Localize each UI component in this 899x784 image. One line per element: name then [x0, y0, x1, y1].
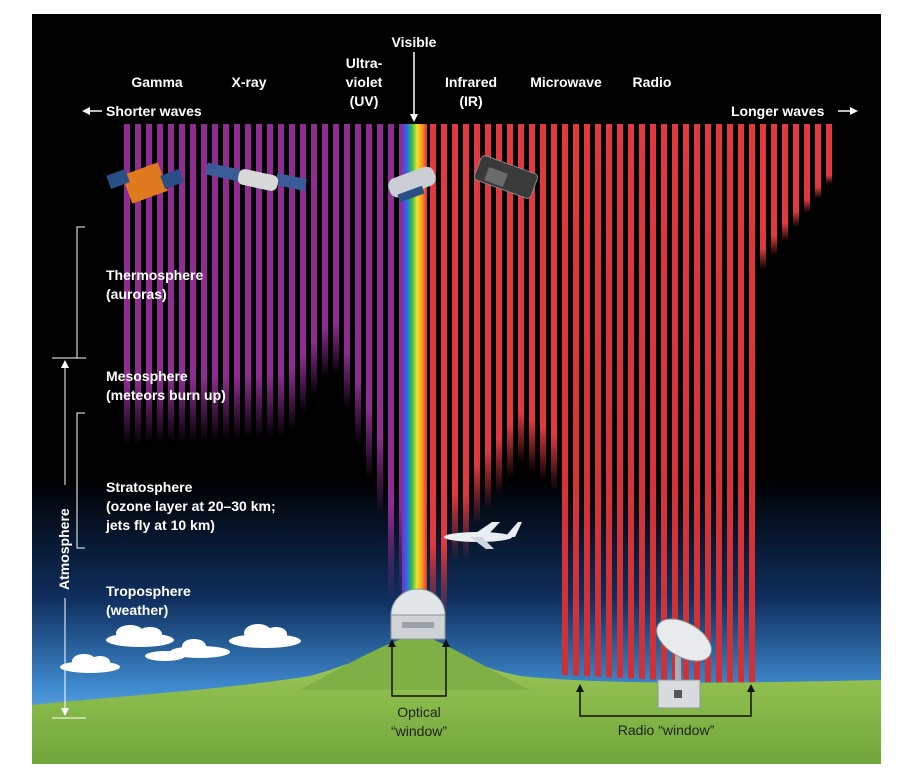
observatory-icon: [390, 588, 446, 640]
spectrum-bar: [289, 124, 295, 431]
spectrum-bar: [573, 124, 579, 676]
spectrum-bar: [705, 124, 711, 683]
spectrum-bar: [507, 124, 513, 479]
spectrum-bar: [694, 124, 700, 682]
infrared-label: Infrared (IR): [444, 74, 498, 109]
visible-label: Visible: [391, 34, 437, 50]
spectrum-bar: [311, 124, 317, 396]
visible-light-band: [402, 124, 427, 604]
troposphere-label: Troposphere (weather): [106, 583, 191, 618]
spectrum-bar: [190, 124, 196, 442]
spectrum-bar: [738, 124, 744, 684]
spectrum-bar: [496, 124, 502, 494]
spectrum-bar: [683, 124, 689, 682]
spectrum-bar: [628, 124, 634, 679]
spectrum-bar: [551, 124, 557, 490]
spectrum-bar: [322, 124, 328, 378]
spectrum-bar: [804, 124, 810, 213]
ultraviolet-label: Ultra- violet (UV): [345, 55, 383, 109]
spectrum-bar: [267, 124, 273, 438]
visible-arrow: [410, 52, 418, 122]
shorter-waves-label: Shorter waves: [106, 103, 202, 119]
radio-window-arrows: [576, 684, 755, 717]
radio-label: Radio: [632, 74, 672, 90]
gamma-satellite-icon: [106, 162, 184, 204]
spectrum-bar: [333, 124, 339, 375]
spectrum-bar: [212, 124, 218, 441]
spectrum-bar: [727, 124, 733, 684]
spectrum-bar: [771, 124, 777, 256]
spectrum-bar: [366, 124, 372, 481]
spectrum-bar: [617, 124, 623, 678]
spectrum-bar: [485, 124, 491, 509]
radio-window-label: Radio “window”: [617, 722, 715, 738]
spectrum-bar: [157, 124, 163, 444]
mountain: [300, 633, 530, 690]
spectrum-bar: [441, 124, 447, 620]
thermosphere-label: Thermosphere (auroras): [106, 267, 204, 302]
mesosphere-label: Mesosphere (meteors burn up): [106, 368, 226, 403]
spectrum-bar: [463, 124, 469, 560]
spectrum-bar: [749, 124, 755, 685]
spectrum-bar: [474, 124, 480, 525]
spectrum-bar: [344, 124, 350, 410]
spectrum-bar: [278, 124, 284, 438]
spectrum-bar: [782, 124, 788, 242]
spectrum-bar: [234, 124, 240, 440]
spectrum-bar: [179, 124, 185, 443]
spectrum-bar: [388, 124, 394, 600]
longer-waves-arrow: [838, 107, 858, 115]
spectrum-bar: [201, 124, 207, 442]
shorter-waves-arrow: [82, 107, 102, 115]
spectrum-bar: [529, 124, 535, 473]
spectrum-bar: [256, 124, 262, 439]
spectrum-bar: [562, 124, 568, 676]
spectrum-bar: [355, 124, 361, 445]
airplane-icon: [444, 522, 522, 549]
spectrum-bar: [377, 124, 383, 516]
spectrum-bar: [826, 124, 832, 185]
ground: [32, 640, 881, 764]
atmosphere-label: Atmosphere: [56, 508, 72, 590]
atmosphere-bracket: [52, 357, 86, 719]
spectrum-bar: [760, 124, 766, 270]
radio-telescope-icon: [656, 618, 712, 709]
spectrum-bar: [650, 124, 656, 680]
spectrum-bars: [124, 124, 832, 685]
optical-window-label: Optical “window”: [390, 704, 448, 739]
spectrum-bar: [452, 124, 458, 560]
xray-label: X-ray: [231, 74, 267, 90]
gamma-label: Gamma: [131, 74, 183, 90]
spectrum-bar: [672, 124, 678, 681]
spectrum-bar: [430, 124, 436, 620]
spectrum-bar: [716, 124, 722, 683]
uv-satellite-icon: [388, 166, 436, 203]
spectrum-bar: [245, 124, 251, 439]
spectrum-bar: [223, 124, 229, 441]
xray-satellite-icon: [205, 162, 307, 191]
spectrum-bar: [595, 124, 601, 677]
spectrum-bar: [639, 124, 645, 679]
microwave-label: Microwave: [530, 74, 602, 90]
spectrum-bar: [584, 124, 590, 677]
spectrum-bar: [661, 124, 667, 681]
longer-waves-label: Longer waves: [731, 103, 825, 119]
spectrum-bar: [135, 124, 141, 445]
clouds: [60, 624, 301, 673]
infrared-satellite-icon: [473, 155, 539, 199]
spectrum-bar: [300, 124, 306, 413]
optical-window-arrows: [388, 639, 450, 697]
spectrum-bar: [606, 124, 612, 678]
spectrum-bar: [146, 124, 152, 444]
spectrum-bar: [124, 124, 130, 445]
stratosphere-label: Stratosphere (ozone layer at 20–30 km; j…: [106, 479, 276, 533]
spectrum-bar: [540, 124, 546, 481]
spectrum-bar: [168, 124, 174, 443]
spectrum-bar: [815, 124, 821, 199]
spectrum-bar: [793, 124, 799, 228]
spectrum-bar: [518, 124, 524, 463]
